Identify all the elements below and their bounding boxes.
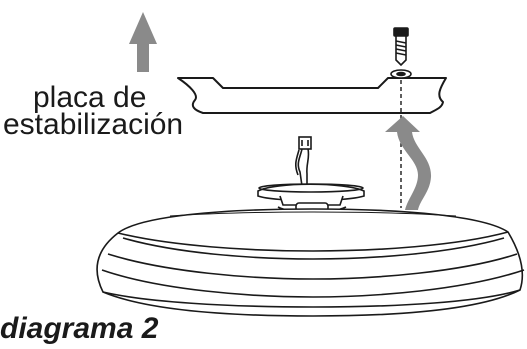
screw-icon [393,27,409,67]
up-arrow-icon [129,12,157,72]
mounting-hub [257,183,365,213]
plate-label-line-2: estabilización [3,108,184,141]
stabilization-plate [177,77,447,114]
washer-icon [390,69,412,79]
wire-connector [294,136,312,187]
curved-up-arrow-icon [385,116,432,210]
diagram-caption: diagrama 2 [0,312,159,345]
fixture-dome [96,208,525,317]
plate-label-line-1: placa de [33,81,147,114]
